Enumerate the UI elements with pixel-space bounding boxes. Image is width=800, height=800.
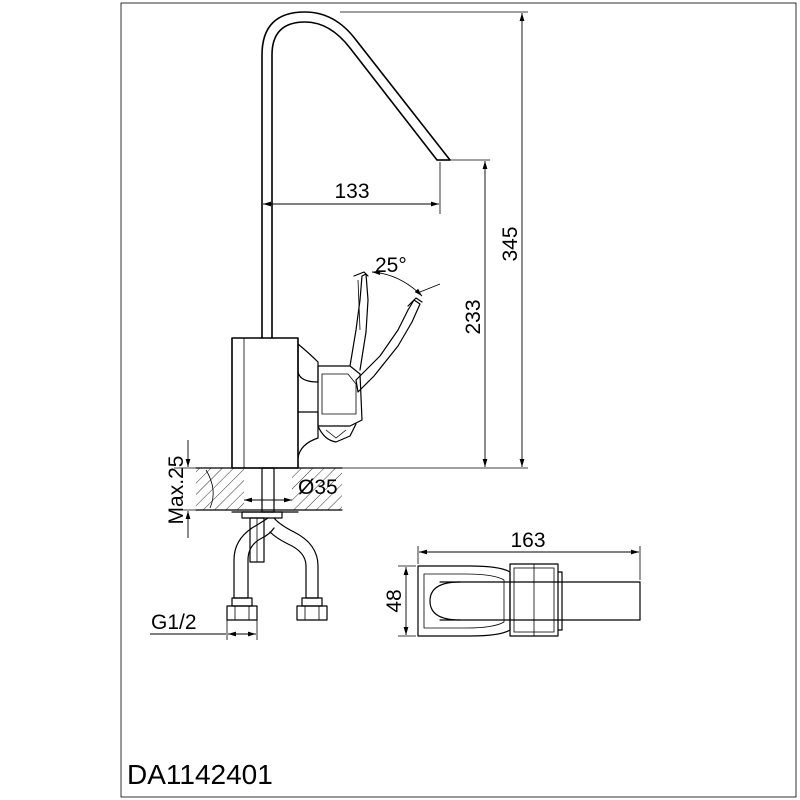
dim-spout-height: 233: [462, 161, 488, 467]
gooseneck-spout: [261, 11, 451, 339]
dim-hose-thread: G1/2: [150, 611, 256, 637]
flexible-hose-right: [269, 517, 328, 621]
dim-mount-hole-label: Ø35: [298, 476, 338, 499]
dim-lever-angle: 25°: [371, 254, 441, 297]
dim-body-width: 48: [383, 567, 409, 635]
model-code: DA1142401: [127, 759, 273, 790]
sheet-frame: [120, 2, 797, 798]
dim-mount-hole: Ø35: [244, 476, 338, 503]
lever-closed: [349, 271, 369, 371]
dim-body-length-label: 163: [510, 529, 545, 552]
dim-body-length: 163: [419, 529, 639, 555]
dim-hose-thread-label: G1/2: [151, 611, 197, 634]
faucet-body: [231, 337, 363, 469]
dim-body-width-label: 48: [383, 589, 406, 612]
dim-spout-reach: 133: [263, 180, 439, 207]
countertop-section: [195, 467, 343, 511]
dim-max-counter-label: Max.25: [165, 456, 188, 525]
dim-max-counter-thickness: Max.25: [165, 440, 191, 538]
mounting-tailpiece: [231, 467, 299, 563]
faucet-side-view: 133 345 233 25° Max.25 Ø35: [150, 11, 528, 640]
dim-lever-angle-label: 25°: [375, 254, 407, 277]
extension-lines: [174, 11, 528, 640]
faucet-top-view: 163 48: [383, 529, 641, 637]
dim-spout-height-label: 233: [462, 299, 485, 334]
flexible-hose-left: [226, 517, 275, 621]
lever-open-25deg: [355, 297, 423, 393]
dim-spout-reach-label: 133: [334, 180, 369, 203]
dim-total-height-label: 345: [499, 226, 522, 261]
dim-total-height: 345: [499, 13, 525, 467]
